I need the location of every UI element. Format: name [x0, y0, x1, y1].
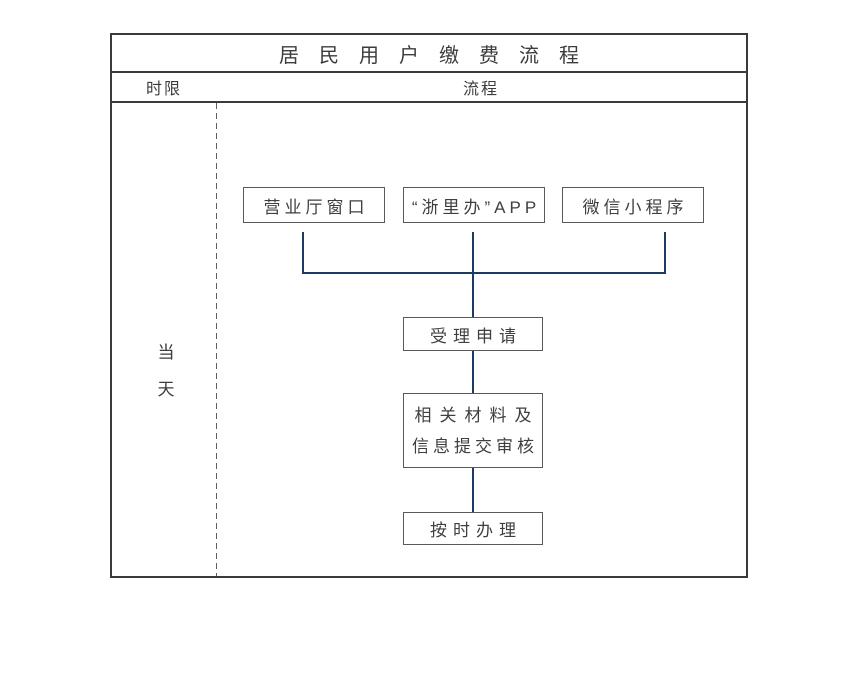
time-limit-cell: 当天: [112, 343, 216, 417]
column-header-time-limit: 时限: [145, 81, 182, 98]
step-box-accept-application: 受理申请: [403, 317, 543, 351]
connector-merge-horizontal: [302, 272, 666, 274]
header-row: 时限 流程: [112, 73, 746, 103]
column-header-process: 流程: [462, 81, 499, 98]
connector-right-stub: [664, 232, 666, 274]
channel-box-wechat-miniprogram: 微信小程序: [562, 187, 704, 223]
connector-center-line: [472, 232, 474, 317]
step-label: 受理申请: [430, 326, 522, 346]
channel-box-hall-window: 营业厅窗口: [243, 187, 385, 223]
step-box-handle-on-time: 按时办理: [403, 512, 543, 545]
connector-review-to-handle: [472, 468, 474, 512]
step-label-line1: 相关材料及: [414, 405, 540, 425]
channel-label: 微信小程序: [582, 197, 688, 217]
channel-label: “浙里办”APP: [411, 197, 541, 217]
channel-label: 营业厅窗口: [263, 197, 369, 217]
flowchart-frame: 居民用户缴费流程 时限 流程 当天 营业厅窗口 “浙里办”APP 微信小程序 受…: [110, 33, 748, 578]
column-divider-dashed: [216, 103, 217, 576]
page-title: 居民用户缴费流程: [279, 44, 599, 67]
flowchart-body: 当天 营业厅窗口 “浙里办”APP 微信小程序 受理申请 相关材料及 信息提交审…: [112, 103, 746, 576]
step-label-line2: 信息提交审核: [412, 436, 538, 456]
connector-left-stub: [302, 232, 304, 274]
connector-accept-to-review: [472, 351, 474, 393]
title-row: 居民用户缴费流程: [112, 35, 746, 73]
step-box-materials-review: 相关材料及 信息提交审核: [403, 393, 543, 468]
step-label: 按时办理: [430, 521, 522, 540]
time-limit-label: 当天: [154, 343, 174, 417]
channel-box-zheliban-app: “浙里办”APP: [403, 187, 545, 223]
